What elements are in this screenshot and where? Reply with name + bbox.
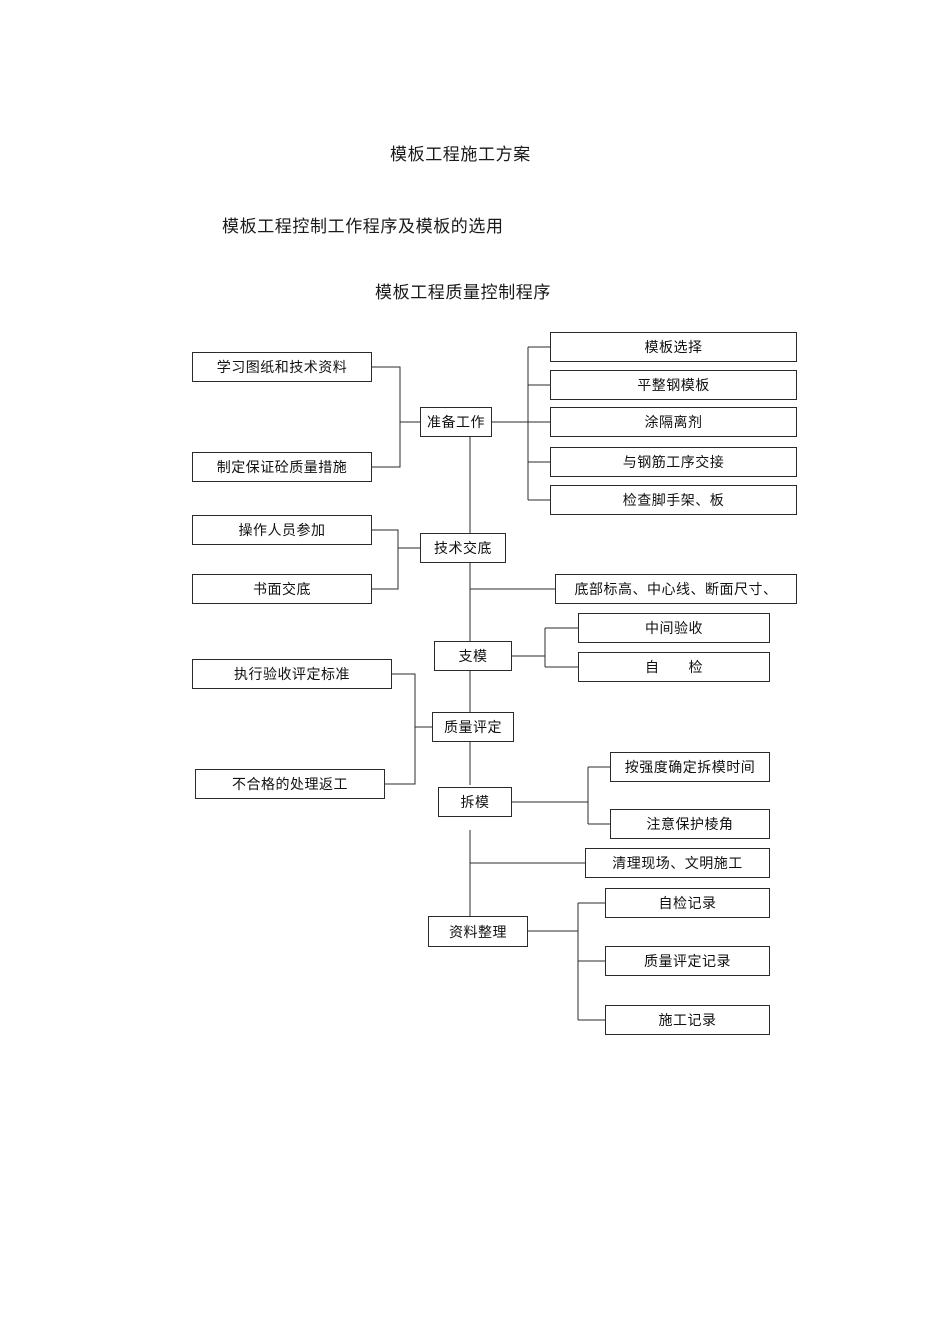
node-label: 注意保护棱角 (646, 817, 734, 833)
node-label: 执行验收评定标准 (234, 667, 350, 683)
node-label: 质量评定 (444, 720, 502, 736)
node-check-scaffold-plank[interactable]: 检查脚手架、板 (550, 485, 797, 515)
node-label: 中间验收 (645, 621, 703, 637)
node-label: 与钢筋工序交接 (622, 455, 725, 471)
node-label: 自检记录 (658, 896, 717, 912)
node-label: 书面交底 (253, 582, 311, 598)
node-label: 按强度确定拆模时间 (624, 760, 756, 776)
node-label: 操作人员参加 (238, 523, 326, 539)
node-operator-participation[interactable]: 操作人员参加 (192, 515, 372, 545)
node-rework-nonconforming[interactable]: 不合格的处理返工 (195, 769, 385, 799)
node-strength-based-removal-time[interactable]: 按强度确定拆模时间 (610, 752, 770, 782)
node-label: 准备工作 (427, 415, 485, 431)
node-label: 底部标高、中心线、断面尺寸、 (574, 582, 778, 598)
node-site-cleanup-civilized-construction[interactable]: 清理现场、文明施工 (585, 848, 770, 878)
node-self-inspection-record[interactable]: 自检记录 (605, 888, 770, 918)
node-written-disclosure[interactable]: 书面交底 (192, 574, 372, 604)
node-label: 质量评定记录 (644, 954, 731, 970)
node-formwork-selection[interactable]: 模板选择 (550, 332, 797, 362)
node-technical-disclosure[interactable]: 技术交底 (420, 533, 506, 563)
node-label: 检查脚手架、板 (622, 493, 725, 509)
node-protect-edges[interactable]: 注意保护棱角 (610, 809, 770, 839)
node-label: 自 检 (645, 660, 703, 676)
node-label: 支模 (458, 649, 488, 665)
node-preparation-work[interactable]: 准备工作 (420, 407, 492, 437)
node-label: 清理现场、文明施工 (612, 856, 743, 872)
node-concrete-quality-measures[interactable]: 制定保证砼质量措施 (192, 452, 372, 482)
node-acceptance-standard[interactable]: 执行验收评定标准 (192, 659, 392, 689)
node-label: 技术交底 (434, 541, 492, 557)
node-apply-release-agent[interactable]: 涂隔离剂 (550, 407, 797, 437)
node-label: 资料整理 (449, 924, 507, 941)
node-construction-record[interactable]: 施工记录 (605, 1005, 770, 1035)
node-label: 制定保证砼质量措施 (216, 460, 348, 476)
node-label: 施工记录 (658, 1013, 717, 1029)
section-heading-2: 模板工程质量控制程序 (375, 283, 551, 303)
node-intermediate-acceptance[interactable]: 中间验收 (578, 613, 770, 643)
node-label: 学习图纸和技术资料 (216, 360, 348, 376)
node-label: 涂隔离剂 (644, 415, 703, 431)
node-label: 模板选择 (644, 340, 703, 356)
node-self-inspection[interactable]: 自 检 (578, 652, 770, 682)
node-learn-drawings[interactable]: 学习图纸和技术资料 (192, 352, 372, 382)
section-heading-1: 模板工程控制工作程序及模板的选用 (222, 217, 504, 237)
node-rebar-handover[interactable]: 与钢筋工序交接 (550, 447, 797, 477)
page-title: 模板工程施工方案 (390, 145, 531, 165)
node-flatten-steel-formwork[interactable]: 平整钢模板 (550, 370, 797, 400)
node-label: 拆模 (460, 795, 490, 811)
node-label: 平整钢模板 (637, 378, 710, 394)
node-document-archiving[interactable]: 资料整理 (428, 916, 528, 947)
node-formwork-removal[interactable]: 拆模 (438, 787, 512, 817)
node-formwork-support[interactable]: 支模 (434, 641, 512, 671)
node-quality-assessment-record[interactable]: 质量评定记录 (605, 946, 770, 976)
node-quality-assessment[interactable]: 质量评定 (432, 712, 514, 742)
node-elevation-centerline-section[interactable]: 底部标高、中心线、断面尺寸、 (555, 574, 797, 604)
node-label: 不合格的处理返工 (232, 777, 348, 793)
